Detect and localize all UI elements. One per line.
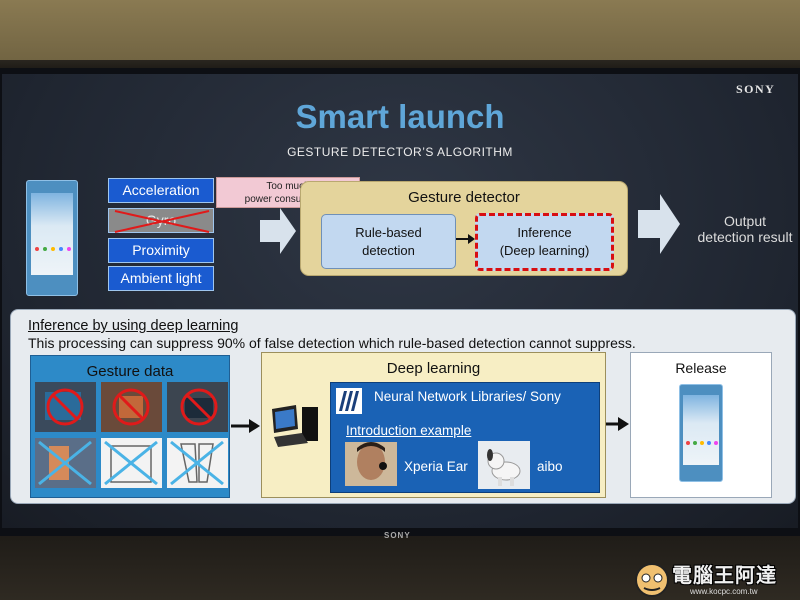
gesture-photo-5 — [101, 438, 162, 488]
output-detection-result: Output detection result — [690, 213, 800, 245]
tv-logo: SONY — [384, 531, 411, 540]
small-arrow-icon — [456, 233, 476, 245]
inference-line-1: Inference — [500, 224, 590, 242]
output-line-2: detection result — [690, 229, 800, 245]
aibo-label: aibo — [537, 459, 563, 474]
nnl-logo-icon — [336, 388, 362, 414]
rule-based-detection-box: Rule-based detection — [321, 214, 456, 269]
sensor-acceleration: Acceleration — [108, 178, 214, 203]
output-line-1: Output — [690, 213, 800, 229]
inference-line-2: (Deep learning) — [500, 242, 590, 260]
gesture-detector-box: Gesture detector Rule-based detection In… — [300, 181, 628, 276]
gesture-photo-1 — [35, 382, 96, 432]
arrow-to-release-icon — [606, 416, 630, 432]
watermark-url: www.kocpc.com.tw — [690, 587, 758, 596]
inference-deep-learning-box: Inference (Deep learning) — [475, 213, 614, 271]
computer-icon — [268, 403, 324, 451]
rule-line-1: Rule-based — [355, 224, 422, 242]
output-arrow-icon — [636, 192, 682, 256]
sensor-gyro: Gyro — [108, 208, 214, 233]
inference-description: This processing can suppress 90% of fals… — [28, 335, 636, 351]
input-arrow-icon — [258, 206, 298, 256]
nnl-title: Neural Network Libraries/ Sony — [374, 389, 561, 404]
gesture-photo-4 — [35, 438, 96, 488]
arrow-to-deep-learning-icon — [231, 418, 261, 434]
introduction-example-label: Introduction example — [346, 423, 471, 438]
release-title: Release — [631, 360, 771, 376]
cross-out-icon — [109, 209, 215, 234]
gesture-photo-2 — [101, 382, 162, 432]
inference-heading: Inference by using deep learning — [28, 318, 238, 334]
xperia-phone-image — [26, 180, 78, 296]
deep-learning-title: Deep learning — [262, 360, 605, 377]
aibo-photo — [478, 441, 530, 489]
slide-subtitle: GESTURE DETECTOR’S ALGORITHM — [0, 145, 800, 159]
watermark-text: 電腦王阿達 — [672, 559, 777, 588]
sensor-proximity: Proximity — [108, 238, 214, 263]
release-phone-image — [679, 384, 723, 482]
sony-logo: SONY — [736, 82, 775, 97]
gesture-detector-title: Gesture detector — [301, 189, 627, 206]
gesture-data-title: Gesture data — [31, 363, 229, 380]
gesture-photo-6 — [167, 438, 228, 488]
xperia-ear-label: Xperia Ear — [404, 459, 468, 474]
sensor-ambient-light: Ambient light — [108, 266, 214, 291]
slide-title: Smart launch — [0, 98, 800, 136]
xperia-ear-photo — [345, 442, 397, 486]
gesture-photo-3 — [167, 382, 228, 432]
rule-line-2: detection — [355, 242, 422, 260]
